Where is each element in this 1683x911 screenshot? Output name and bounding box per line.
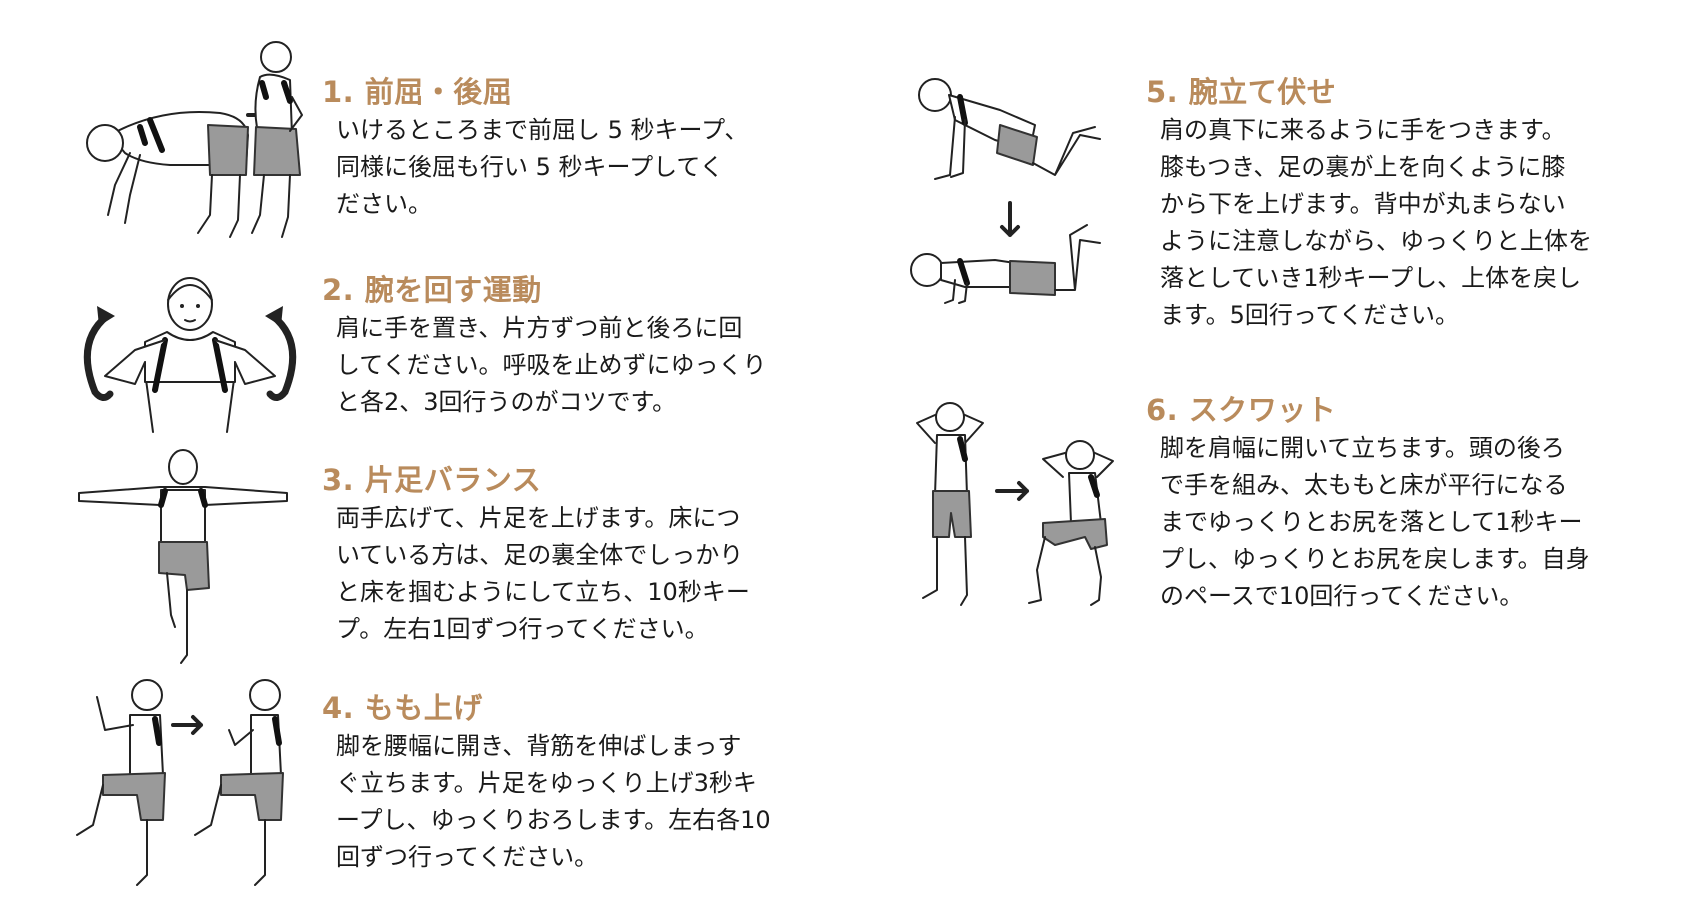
exercise-title: 5. 腕立て伏せ: [1146, 75, 1337, 109]
description-line: してください。呼吸を止めずにゆっくり: [336, 351, 767, 379]
exercise-3: 3. 片足バランス 両手広げて、片足を上げます。床につ いている方は、足の裏全体…: [322, 462, 750, 648]
right-arrow-icon: [995, 481, 1029, 501]
illustration-squat: [905, 395, 1125, 615]
description-line: ださい。: [336, 190, 432, 218]
description-line: 両手広げて、片足を上げます。床につ: [336, 504, 741, 532]
figure-forward-bend: [86, 110, 249, 238]
description-line: 膝もつき、足の裏が上を向くように膝: [1160, 153, 1566, 181]
description-line: 脚を肩幅に開いて立ちます。頭の後ろ: [1160, 434, 1565, 462]
description-line: 回ずつ行ってください。: [336, 843, 599, 871]
rotation-arrow-left-icon: [83, 306, 115, 401]
exercise-title: 4. もも上げ: [322, 691, 483, 725]
description-line: ぐ立ちます。片足をゆっくり上げ3秒キ: [336, 769, 757, 797]
description-line: ープし、ゆっくりおろします。左右各10: [336, 806, 771, 834]
exercise-title: 2. 腕を回す運動: [322, 273, 542, 307]
description-line: ます。5回行ってください。: [1160, 301, 1459, 329]
exercise-description: 肩に手を置き、片方ずつ前と後ろに回 してください。呼吸を止めずにゆっくり と各2…: [336, 310, 767, 421]
figure-back-bend: [251, 41, 303, 238]
figure-squat-down: [1028, 440, 1114, 606]
exercise-description: 脚を腰幅に開き、背筋を伸ばしまっす ぐ立ちます。片足をゆっくり上げ3秒キ ープし…: [336, 728, 771, 876]
exercise-title: 1. 前屈・後屈: [322, 75, 513, 109]
description-line: 落としていき1秒キープし、上体を戻し: [1160, 264, 1582, 292]
exercise-4: 4. もも上げ 脚を腰幅に開き、背筋を伸ばしまっす ぐ立ちます。片足をゆっくり上…: [322, 690, 771, 876]
exercise-description: 両手広げて、片足を上げます。床につ いている方は、足の裏全体でしっかり と床を掴…: [336, 500, 750, 648]
figure-push-up-top: [918, 78, 1101, 180]
right-arrow-icon: [171, 715, 203, 735]
illustration-knee-raise: [75, 675, 315, 895]
illustration-shoulder-rotation: [75, 272, 305, 433]
description-line: プ。左右1回ずつ行ってください。: [336, 615, 709, 643]
description-line: いている方は、足の裏全体でしっかり: [336, 541, 744, 569]
description-line: のペースで10回行ってください。: [1160, 582, 1524, 610]
description-line: 肩に手を置き、片方ずつ前と後ろに回: [336, 314, 743, 342]
description-line: ように注意しながら、ゆっくりと上体を: [1160, 227, 1592, 255]
description-line: までゆっくりとお尻を落として1秒キー: [1160, 508, 1583, 536]
illustration-knee-push-up: [905, 75, 1125, 315]
description-line: 肩の真下に来るように手をつきます。: [1160, 116, 1566, 144]
figure-squat-standing: [916, 402, 984, 606]
down-arrow-icon: [1000, 201, 1020, 237]
exercise-title: 3. 片足バランス: [322, 463, 542, 497]
exercise-1: 1. 前屈・後屈 いけるところまで前屈し 5 秒キープ、 同様に後屈も行い 5 …: [322, 74, 748, 223]
exercise-title: 6. スクワット: [1146, 393, 1337, 427]
illustration-single-leg-balance: [75, 445, 305, 670]
description-line: 脚を腰幅に開き、背筋を伸ばしまっす: [336, 732, 742, 760]
description-line: と床を掴むようにして立ち、10秒キー: [336, 578, 750, 606]
exercise-description: 肩の真下に来るように手をつきます。 膝もつき、足の裏が上を向くように膝 から下を…: [1160, 112, 1592, 334]
illustration-forward-back-bend: [70, 35, 310, 245]
figure-push-up-bottom: [910, 224, 1101, 304]
exercise-6: 6. スクワット 脚を肩幅に開いて立ちます。頭の後ろ で手を組み、太ももと床が平…: [1146, 392, 1590, 615]
figure-knee-raise-2: [194, 679, 284, 886]
exercise-2: 2. 腕を回す運動 肩に手を置き、片方ずつ前と後ろに回 してください。呼吸を止め…: [322, 272, 767, 421]
exercise-description: 脚を肩幅に開いて立ちます。頭の後ろ で手を組み、太ももと床が平行になる までゆっ…: [1160, 430, 1590, 615]
description-line: と各2、3回行うのがコツです。: [336, 388, 677, 416]
description-line: から下を上げます。背中が丸まらない: [1160, 190, 1566, 218]
figure-knee-raise-1: [76, 679, 166, 886]
exercise-5: 5. 腕立て伏せ 肩の真下に来るように手をつきます。 膝もつき、足の裏が上を向く…: [1146, 74, 1592, 334]
rotation-arrow-right-icon: [265, 306, 297, 401]
exercise-description: いけるところまで前屈し 5 秒キープ、 同様に後屈も行い 5 秒キープしてく だ…: [336, 112, 748, 223]
description-line: いけるところまで前屈し 5 秒キープ、: [336, 116, 749, 144]
description-line: で手を組み、太ももと床が平行になる: [1160, 471, 1568, 499]
description-line: プし、ゆっくりとお尻を戻します。自身: [1160, 545, 1590, 573]
description-line: 同様に後屈も行い 5 秒キープしてく: [336, 153, 724, 181]
